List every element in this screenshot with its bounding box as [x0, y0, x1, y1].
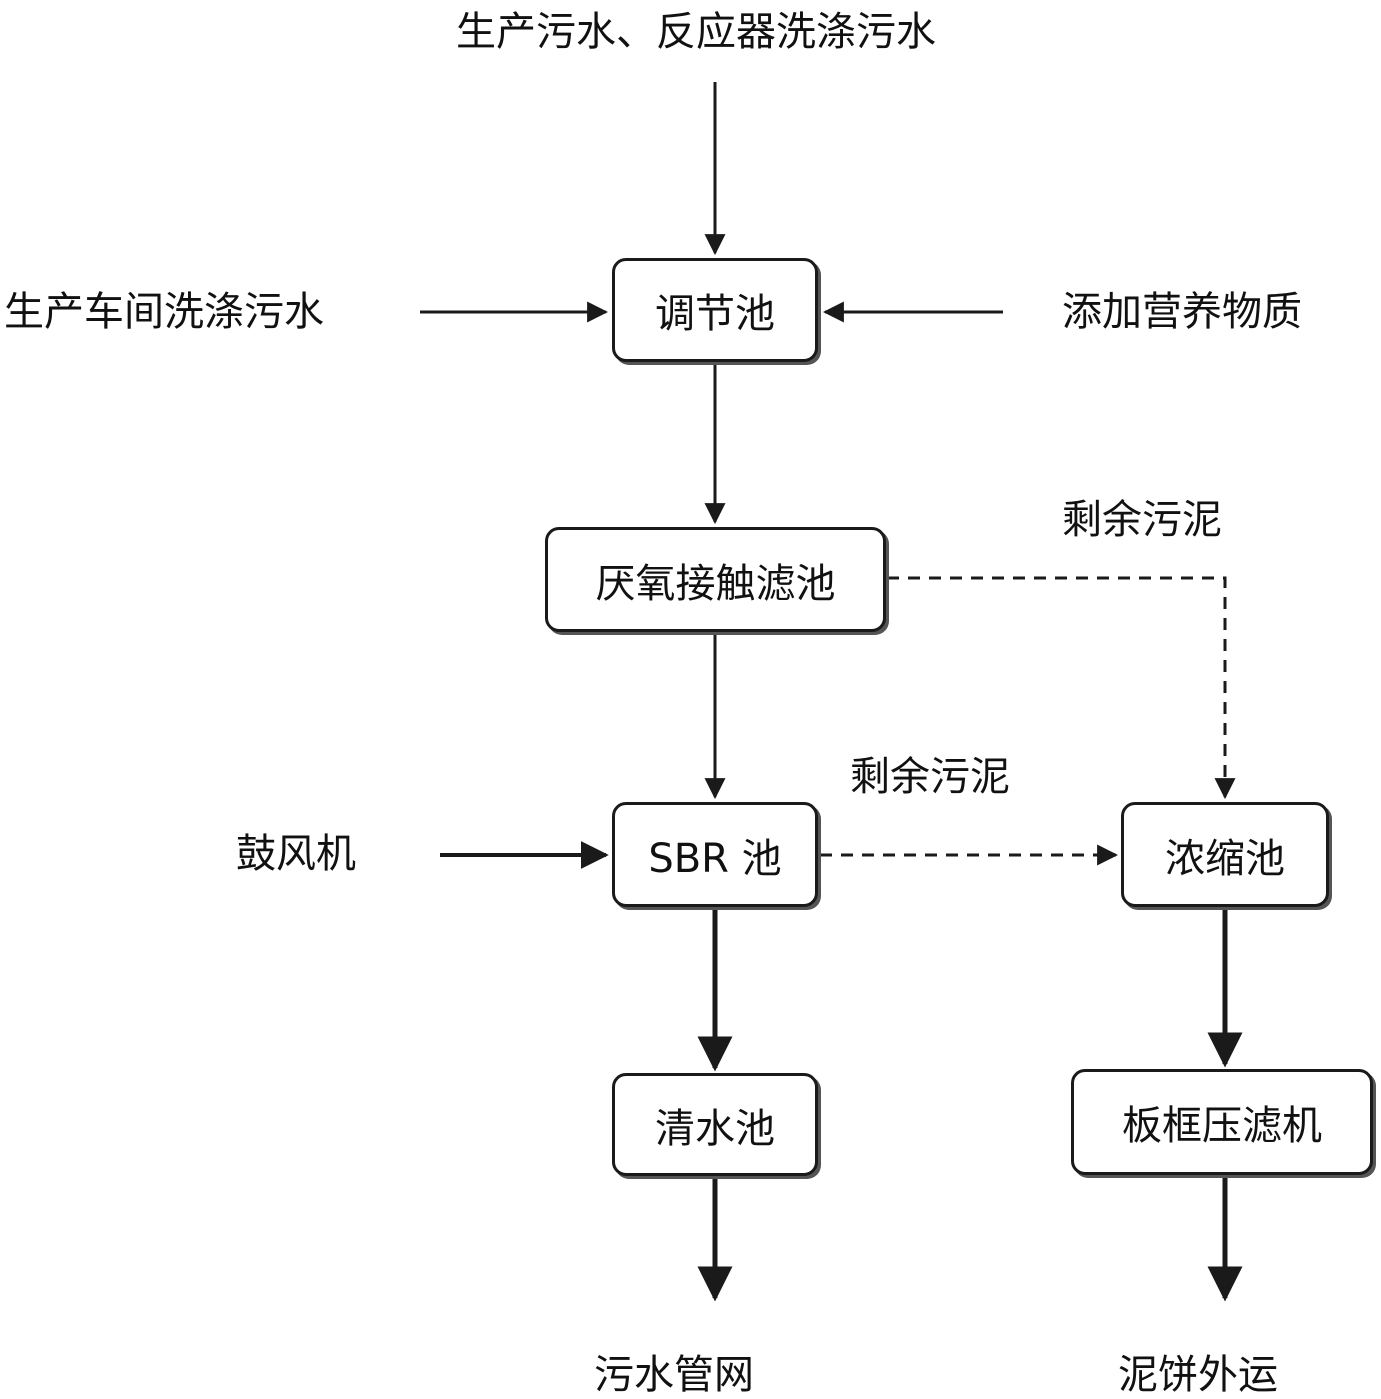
- right-input-label: 添加营养物质: [1062, 289, 1302, 335]
- box-anaerobic-filter-label: 厌氧接触滤池: [595, 560, 836, 607]
- box-thickening-label: 浓缩池: [1165, 835, 1285, 882]
- output-network-label: 污水管网: [594, 1352, 754, 1398]
- box-sbr-tank: SBR 池: [612, 802, 818, 907]
- sludge-label-lower: 剩余污泥: [850, 754, 1010, 800]
- top-input-label: 生产污水、反应器洗涤污水: [456, 9, 936, 55]
- box-anaerobic-filter: 厌氧接触滤池: [545, 527, 886, 632]
- box-clear-water-tank: 清水池: [612, 1073, 818, 1176]
- left-input-label: 生产车间洗涤污水: [4, 289, 324, 335]
- output-cake-label: 泥饼外运: [1118, 1352, 1278, 1398]
- box-sbr-label: SBR 池: [648, 835, 782, 882]
- box-tiaojie-label: 调节池: [655, 291, 775, 337]
- box-filter-press: 板框压滤机: [1071, 1069, 1373, 1175]
- dashed-yanyang-to-nongsuo: [887, 576, 1236, 800]
- box-tiaojie-tank: 调节池: [612, 258, 818, 362]
- box-clear-water-label: 清水池: [655, 1105, 775, 1152]
- box-filter-press-label: 板框压滤机: [1122, 1103, 1322, 1149]
- box-thickening-tank: 浓缩池: [1121, 802, 1329, 907]
- sludge-label-upper: 剩余污泥: [1062, 497, 1222, 543]
- blower-label: 鼓风机: [236, 831, 356, 877]
